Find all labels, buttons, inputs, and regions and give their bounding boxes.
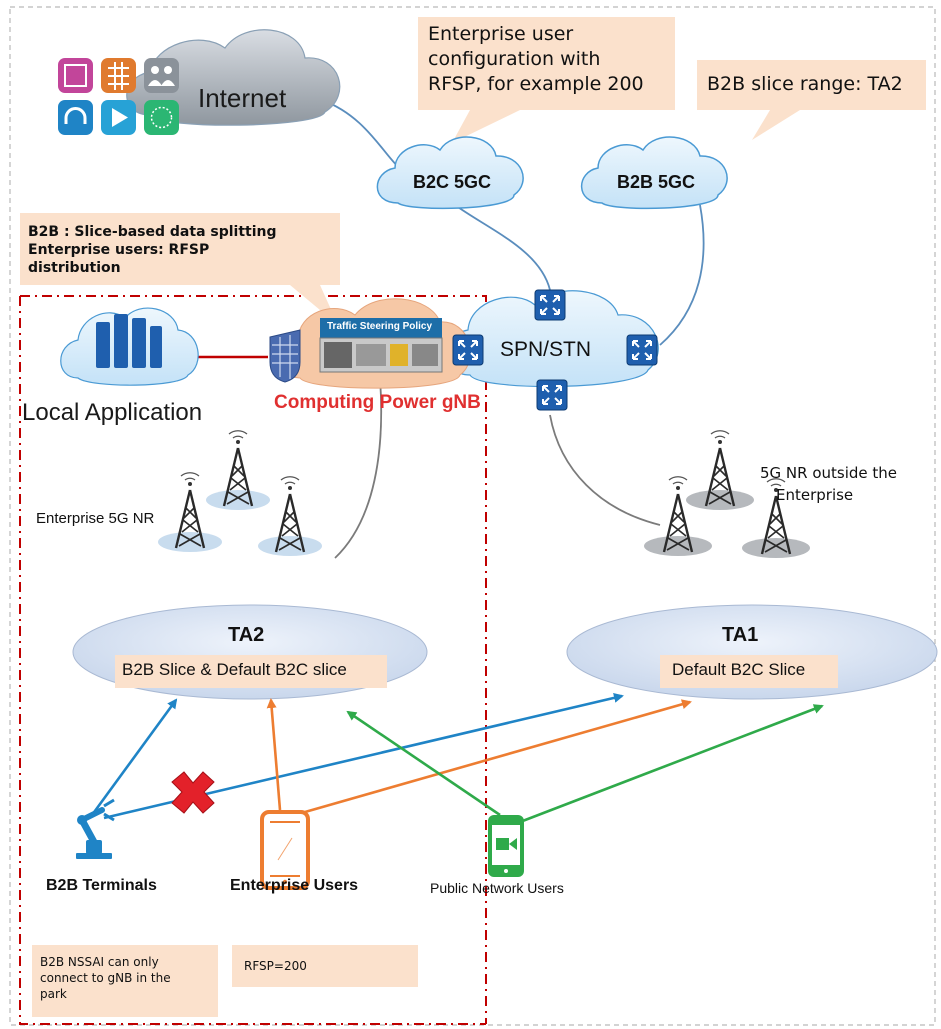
ta2-slice-label: B2B Slice & Default B2C slice: [122, 660, 347, 679]
app-icons: [58, 58, 179, 135]
internet-label: Internet: [198, 83, 287, 113]
outer-frame: [9, 6, 936, 1026]
arrow-public-to-ta2: [346, 710, 501, 817]
b2b-5gc-cloud: [580, 136, 728, 210]
callout-line: RFSP, for example 200: [428, 73, 644, 95]
link-gnb-enterprise-nr: [334, 377, 383, 559]
link-b2c-transport: [454, 204, 551, 291]
b2c-5gc-cloud: [376, 136, 524, 210]
transport-label: SPN/STN: [500, 338, 592, 361]
callout-line: Enterprise user: [428, 23, 574, 45]
callout-line: configuration with: [428, 48, 601, 70]
ta1-slice-label: Default B2C Slice: [672, 660, 806, 679]
callout-enterprise-config: [418, 17, 675, 143]
gnb-label: Computing Power gNB: [274, 392, 481, 413]
callout-b2b-split: [20, 213, 340, 325]
ta1-slice-box: [660, 655, 838, 688]
callout-line: B2B NSSAI can only: [40, 955, 159, 969]
outside-nr-towers: [644, 429, 810, 558]
router-icon-bottom: [536, 379, 568, 411]
phone-icon: [260, 810, 310, 890]
b2c-5gc-label: B2C 5GC: [413, 172, 492, 192]
outside-nr-label: 5G NR outside the Enterprise: [760, 462, 897, 506]
arrow-enterprise-to-ta2: [266, 698, 282, 811]
router-icon-right: [626, 334, 658, 366]
router-icon-left: [452, 334, 484, 366]
film-icon: [58, 58, 93, 93]
callout-enterprise-config-text: Enterprise user configuration with RFSP,…: [428, 22, 644, 97]
ta2-slice-box: [115, 655, 387, 688]
firewall-icon: [269, 329, 301, 383]
arrow-public-to-ta1: [519, 704, 824, 824]
label-line: 5G NR outside the: [760, 464, 898, 482]
server-rack-icon: [96, 314, 162, 368]
users-icon: [144, 58, 179, 93]
policy-banner-label: Traffic Steering Policy: [327, 321, 433, 332]
headphones-icon: [58, 100, 93, 135]
blocked-x-icon: [171, 771, 215, 814]
robot-arm-icon: [76, 798, 115, 859]
b2b-5gc-label: B2B 5GC: [617, 172, 696, 192]
globe-icon: [144, 100, 179, 135]
callout-rfsp: [232, 945, 418, 987]
arrow-b2b-to-ta2: [90, 698, 178, 816]
callout-b2b-split-text: B2B : Slice-based data splitting Enterpr…: [28, 223, 277, 277]
enterprise-park-border: [19, 295, 487, 1025]
callout-line: connect to gNB in the: [40, 971, 171, 985]
label-line: Enterprise: [776, 486, 854, 504]
link-b2b-transport: [659, 204, 705, 346]
callout-line: B2B : Slice-based data splitting: [28, 224, 277, 240]
callout-line: Enterprise users: RFSP: [28, 242, 210, 258]
router-icon-top: [534, 289, 566, 321]
enterprise-nr-towers: [158, 429, 322, 556]
link-transport-outside-nr: [549, 414, 661, 526]
callout-b2b-range-text: B2B slice range: TA2: [707, 73, 903, 95]
ta1-area: [566, 604, 938, 700]
link-internet-b2c: [321, 99, 406, 173]
ta2-title: TA2: [228, 624, 265, 646]
local-app-label: Local Application: [22, 399, 203, 426]
callout-nssai-text: B2B NSSAI can only connect to gNB in the…: [40, 954, 171, 1002]
arrow-enterprise-to-ta1: [304, 699, 692, 814]
callout-nssai: [32, 945, 218, 1017]
b2b-terminals-label: B2B Terminals: [46, 877, 157, 894]
public-users-label: Public Network Users: [430, 880, 564, 896]
ta1-title: TA1: [722, 624, 759, 646]
callout-line: distribution: [28, 260, 121, 276]
video-phone-icon: [488, 815, 524, 877]
local-app-cloud: [60, 307, 199, 386]
callout-b2b-range: [697, 60, 926, 140]
transport-cloud: [446, 290, 659, 388]
gnb-equipment: [319, 318, 443, 373]
enterprise-nr-label: Enterprise 5G NR: [36, 510, 155, 527]
callout-rfsp-text: RFSP=200: [244, 959, 307, 973]
callout-line: park: [40, 987, 67, 1001]
enterprise-users-label: Enterprise Users: [230, 877, 359, 894]
